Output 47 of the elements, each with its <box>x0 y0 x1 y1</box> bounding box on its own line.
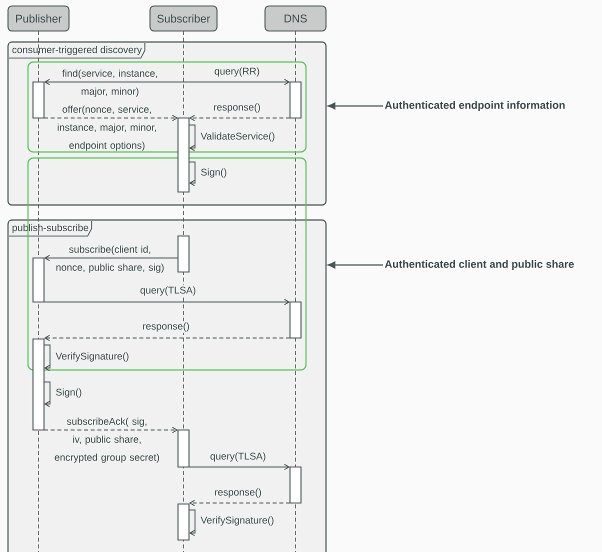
edge-label: ValidateService() <box>200 132 274 142</box>
activation-bar <box>289 466 302 504</box>
edge-label: query(TLSA) <box>138 285 198 297</box>
participant-box: Subscriber <box>149 5 218 32</box>
message-arrow <box>44 254 178 262</box>
edge-label: Sign() <box>56 388 82 398</box>
edge-label: query(TLSA) <box>208 451 268 463</box>
activation-bar <box>177 117 190 193</box>
self-call-arrow <box>44 344 50 372</box>
message-arrow <box>189 500 290 506</box>
edge-label: find(service, instance, major, minor) <box>62 70 158 97</box>
message-arrow <box>44 334 290 342</box>
activation-bar <box>177 429 190 468</box>
edge-label: response() <box>212 102 262 114</box>
self-call-arrow <box>188 162 196 186</box>
activation-bar <box>32 81 45 119</box>
participant-box: Publisher <box>7 5 70 32</box>
message-arrow <box>188 464 290 470</box>
edge-label: response() <box>213 487 263 499</box>
message-arrow <box>189 114 290 122</box>
edge-label: VerifySignature() <box>56 352 128 362</box>
activation-bar <box>289 81 302 119</box>
edge-label: Sign() <box>201 168 226 178</box>
edge-label: VerifySignature() <box>200 516 274 526</box>
edge-label: response() <box>141 321 191 333</box>
edge-label: subscribeAck( sig, iv, public share, encrypted group secret) <box>54 418 160 463</box>
participant-box: DNS <box>264 5 327 32</box>
annotation-text: Authenticated client and public share <box>384 260 574 270</box>
edge-label: subscribe(client id, nonce, public share, sig) <box>56 246 164 273</box>
arrow <box>328 262 383 268</box>
message-arrow <box>183 78 290 86</box>
activation-bar <box>32 257 45 303</box>
activation-bar <box>177 503 190 541</box>
activation-bar <box>289 301 302 339</box>
activation-bar <box>32 338 45 431</box>
self-call-arrow <box>44 382 50 408</box>
message-arrow <box>44 78 184 86</box>
edge-label: query(RR) <box>212 66 262 78</box>
edge-label: offer(nonce, service, instance, major, minor, endpoint options) <box>58 106 156 151</box>
activation-bar <box>177 235 190 273</box>
self-call-arrow <box>188 510 196 536</box>
arrow <box>328 102 383 110</box>
annotation-text: Authenticated endpoint information <box>384 101 565 111</box>
message-arrow <box>44 298 290 306</box>
self-call-arrow <box>188 124 196 152</box>
message-arrow <box>44 114 178 122</box>
message-arrow <box>44 426 178 434</box>
